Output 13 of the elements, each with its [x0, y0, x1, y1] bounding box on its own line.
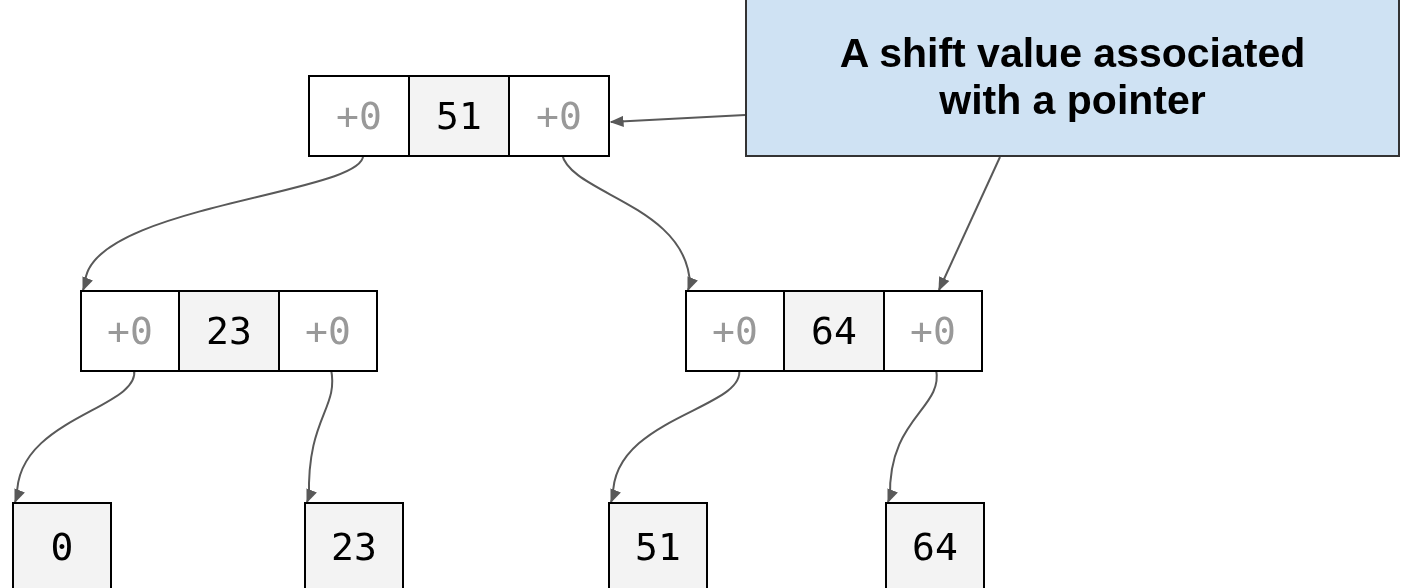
leaf-node-box: 0 [12, 502, 112, 588]
arrow [609, 114, 746, 127]
callout-box: A shift value associated with a pointer [745, 0, 1400, 157]
key-cell: 23 [180, 292, 280, 370]
leaf-node-box: 51 [608, 502, 708, 588]
tree-node-box [685, 290, 983, 372]
arrow [938, 156, 1001, 292]
key-cell: 64 [785, 292, 885, 370]
leaf-node-box: 64 [885, 502, 985, 588]
tree-node-box [308, 75, 610, 157]
tree-node-box [80, 290, 378, 372]
leaf-node-box: 23 [304, 502, 404, 588]
key-cell: 51 [410, 77, 510, 155]
